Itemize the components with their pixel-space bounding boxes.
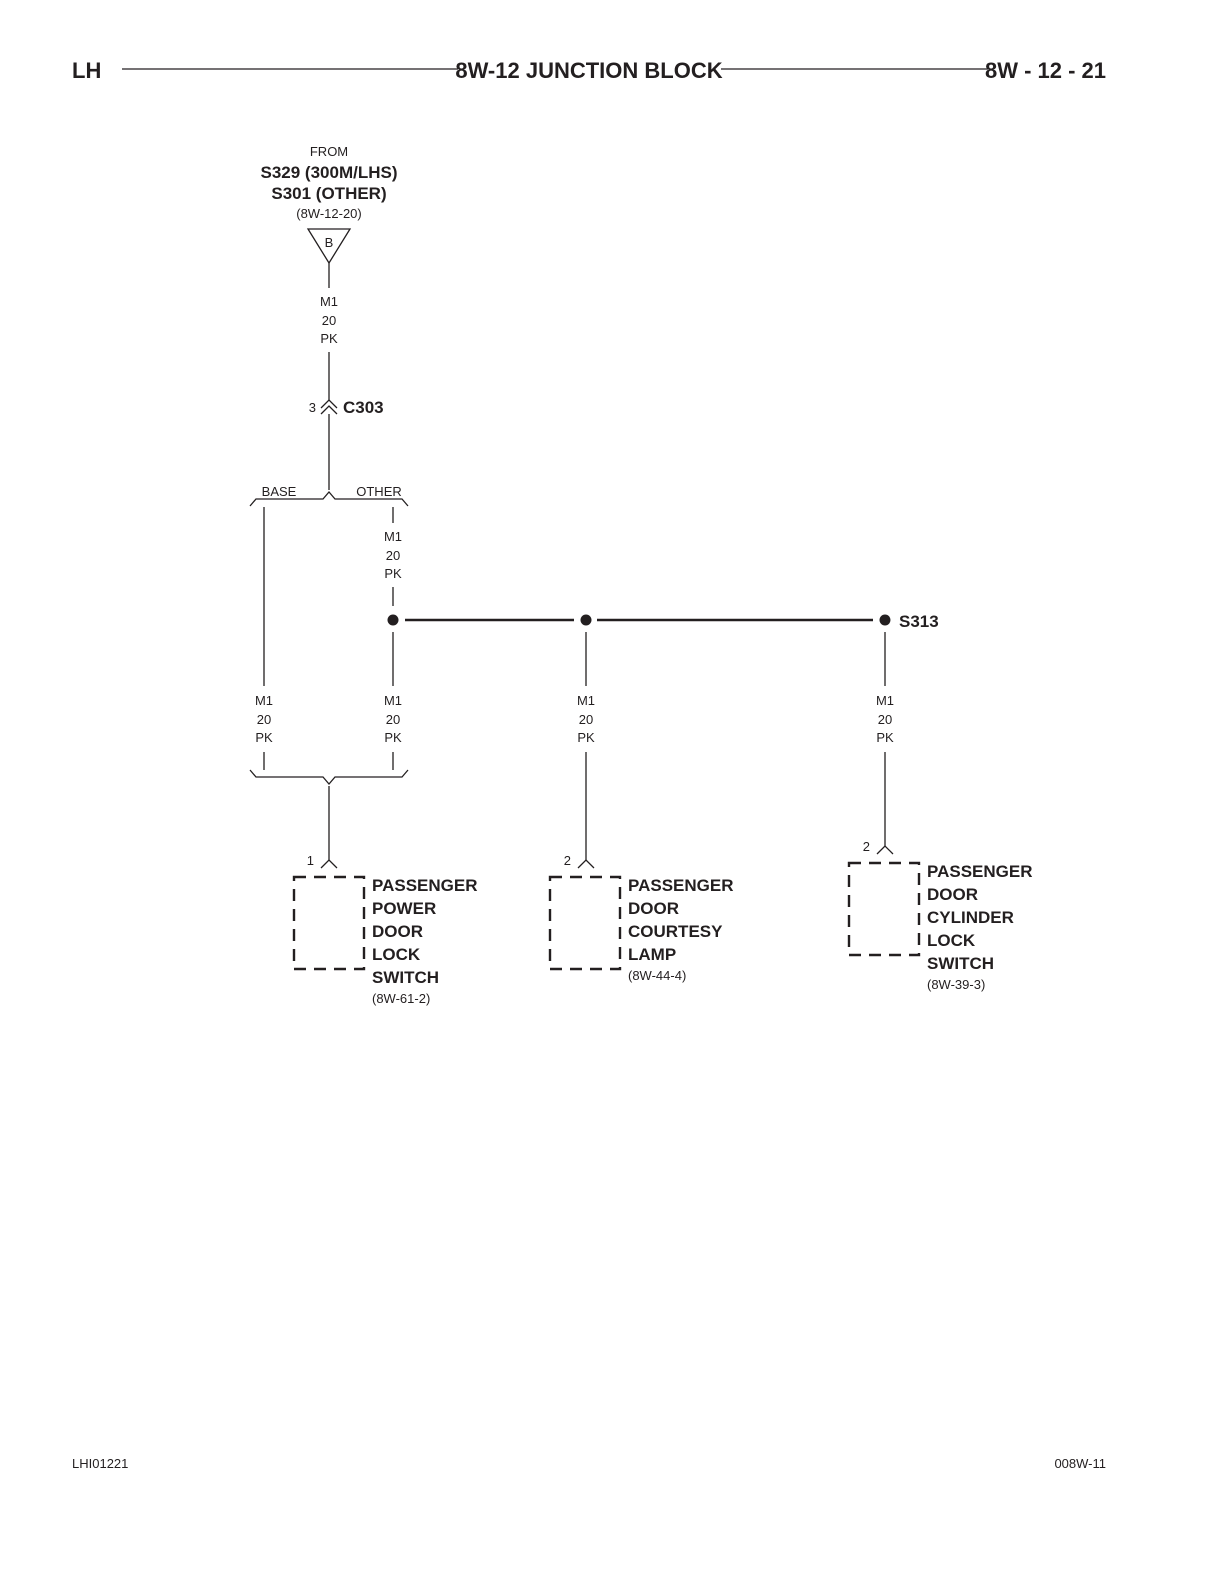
source-from-label: FROM	[310, 144, 348, 159]
svg-text:LAMP: LAMP	[628, 945, 676, 964]
svg-text:COURTESY: COURTESY	[628, 922, 723, 941]
svg-text:DOOR: DOOR	[372, 922, 423, 941]
option-split-bracket	[249, 491, 409, 507]
svg-text:PASSENGER: PASSENGER	[927, 862, 1033, 881]
svg-text:20: 20	[322, 313, 336, 328]
component-power-door-lock-switch: 1 PASSENGER POWER DOOR LOCK SWITCH (8W-6…	[292, 853, 478, 1006]
wire-label-drop-2: M1 20 PK	[577, 693, 595, 745]
svg-text:M1: M1	[320, 294, 338, 309]
svg-text:M1: M1	[384, 529, 402, 544]
svg-text:M1: M1	[577, 693, 595, 708]
splice-node	[387, 614, 399, 626]
svg-text:20: 20	[257, 712, 271, 727]
svg-text:PASSENGER: PASSENGER	[628, 876, 734, 895]
footer-code-right: 008W-11	[1054, 1456, 1106, 1471]
splice-node	[879, 614, 891, 626]
svg-text:DOOR: DOOR	[628, 899, 679, 918]
svg-text:POWER: POWER	[372, 899, 436, 918]
connector-letter: B	[325, 235, 334, 250]
svg-text:20: 20	[386, 712, 400, 727]
svg-text:1: 1	[307, 853, 314, 868]
svg-text:SWITCH: SWITCH	[372, 968, 439, 987]
connector-c303-icon	[320, 399, 338, 415]
svg-text:(8W-61-2): (8W-61-2)	[372, 991, 430, 1006]
svg-text:PASSENGER: PASSENGER	[372, 876, 478, 895]
svg-text:20: 20	[386, 548, 400, 563]
page-title: 8W-12 JUNCTION BLOCK	[455, 58, 722, 83]
svg-text:PK: PK	[255, 730, 273, 745]
splice-node	[580, 614, 592, 626]
svg-text:M1: M1	[255, 693, 273, 708]
svg-text:(8W-44-4): (8W-44-4)	[628, 968, 686, 983]
wire-label-drop-1: M1 20 PK	[384, 693, 402, 745]
page-number: 8W - 12 - 21	[985, 58, 1106, 83]
svg-text:PK: PK	[876, 730, 894, 745]
source-splice-1: S329 (300M/LHS)	[261, 163, 398, 182]
footer-code-left: LHI01221	[72, 1456, 128, 1471]
svg-text:SWITCH: SWITCH	[927, 954, 994, 973]
component-box	[292, 875, 366, 971]
svg-text:M1: M1	[384, 693, 402, 708]
source-ref: (8W-12-20)	[296, 206, 362, 221]
source-splice-2: S301 (OTHER)	[271, 184, 386, 203]
c303-pin: 3	[309, 400, 316, 415]
splice-s313-label: S313	[899, 612, 939, 631]
svg-text:PK: PK	[320, 331, 338, 346]
option-merge-bracket	[249, 769, 409, 785]
split-other-label: OTHER	[356, 484, 402, 499]
c303-label: C303	[343, 398, 384, 417]
component-connector-icon	[320, 859, 338, 869]
component-door-courtesy-lamp: 2 PASSENGER DOOR COURTESY LAMP (8W-44-4)	[548, 853, 734, 983]
svg-text:(8W-39-3): (8W-39-3)	[927, 977, 985, 992]
wire-label-top: M1 20 PK	[320, 294, 338, 346]
wire-label-drop-3: M1 20 PK	[876, 693, 894, 745]
svg-text:PK: PK	[577, 730, 595, 745]
svg-text:LOCK: LOCK	[372, 945, 421, 964]
svg-text:20: 20	[878, 712, 892, 727]
wire-label-base: M1 20 PK	[255, 693, 273, 745]
split-base-label: BASE	[262, 484, 297, 499]
connector-triangle-icon	[306, 228, 352, 265]
wire-label-other: M1 20 PK	[384, 529, 402, 581]
svg-text:CYLINDER: CYLINDER	[927, 908, 1014, 927]
svg-text:LOCK: LOCK	[927, 931, 976, 950]
component-connector-icon	[577, 859, 595, 869]
svg-text:PK: PK	[384, 566, 402, 581]
header-left: LH	[72, 58, 101, 83]
svg-text:DOOR: DOOR	[927, 885, 978, 904]
svg-text:M1: M1	[876, 693, 894, 708]
svg-text:20: 20	[579, 712, 593, 727]
component-box	[847, 861, 921, 957]
svg-text:PK: PK	[384, 730, 402, 745]
svg-text:2: 2	[863, 839, 870, 854]
component-connector-icon	[876, 845, 894, 855]
component-door-cylinder-lock-switch: 2 PASSENGER DOOR CYLINDER LOCK SWITCH (8…	[847, 839, 1033, 992]
svg-text:2: 2	[564, 853, 571, 868]
component-box	[548, 875, 622, 971]
